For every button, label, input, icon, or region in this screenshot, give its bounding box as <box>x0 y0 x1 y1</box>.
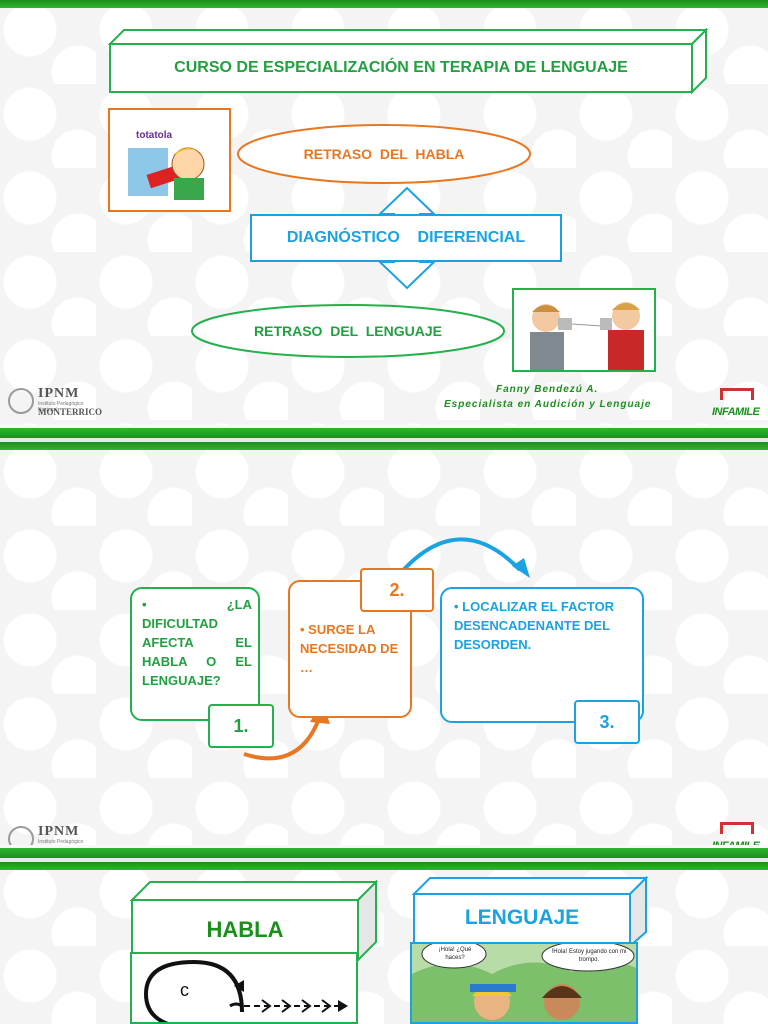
speech-bubble-left: ¡Hola! ¿Qué haces? <box>438 947 472 961</box>
infamile-logo: INFAMILE <box>712 388 762 418</box>
step-1-number: 1. <box>233 715 249 736</box>
blue-curved-arrow <box>396 537 522 578</box>
title-box-frame <box>108 28 708 94</box>
ipnm-subtitle: Instituto Pedagógico Nacional <box>38 401 84 413</box>
infamile-label: INFAMILE <box>712 406 760 418</box>
step-1-number-box <box>208 704 274 748</box>
child-drinking-image: totatola <box>108 108 231 212</box>
svg-text:c: c <box>180 980 189 1000</box>
blue-arrow-head <box>512 558 530 578</box>
ipnm-abbr: IPNM <box>38 824 80 839</box>
ipnm-logo: IPNM Instituto Pedagógico Nacional MONTE… <box>8 386 102 420</box>
step-2-number-box <box>360 568 434 612</box>
slide-2: • ¿LA DIFICULTAD AFECTA EL HABLA O EL LE… <box>0 442 768 858</box>
step-2-text: • SURGE LA NECESIDAD DE … <box>300 622 399 675</box>
child-illustration <box>128 147 205 200</box>
bottom-green-bar <box>0 425 768 438</box>
step-3-number-box <box>574 700 640 744</box>
top-green-bar <box>0 442 768 450</box>
author-role: Especialista en Audición y Lenguaje <box>444 399 652 410</box>
ipnm-place: MONTERRICO <box>38 407 103 417</box>
top-green-bar <box>0 862 768 870</box>
house-roof-icon <box>720 388 754 400</box>
speech-bubble-right: !Hola! Estoy jugando con mi trompo. <box>551 949 627 963</box>
speaking-head-image: c <box>130 952 358 1024</box>
speech-delay-ellipse-shape <box>237 124 531 184</box>
orange-curved-arrow <box>243 715 322 761</box>
image-caption: totatola <box>136 130 173 141</box>
slide-3: HABLA c LENGUAJE ¡Hol <box>0 862 768 1024</box>
author-name: Fanny Bendezú A. <box>496 384 599 395</box>
bottom-green-bar <box>0 845 768 858</box>
children-talking-image: ¡Hola! ¿Qué haces? !Hola! Estoy jugando … <box>410 942 638 1024</box>
slide-1: CURSO DE ESPECIALIZACIÓN EN TERAPIA DE L… <box>0 0 768 438</box>
step-2-number: 2. <box>389 579 405 600</box>
speech-delay-label: RETRASO DEL HABLA <box>303 146 465 162</box>
step-3-text: • LOCALIZAR EL FACTOR DESENCADENANTE DEL… <box>454 599 615 652</box>
diagnosis-box <box>250 214 562 262</box>
habla-label: HABLA <box>206 917 284 942</box>
ipnm-abbr: IPNM <box>38 386 80 401</box>
diagnosis-label: DIAGNÓSTICO DIFERENCIAL <box>286 229 526 246</box>
lenguaje-box-frame <box>412 876 648 948</box>
title-box: CURSO DE ESPECIALIZACIÓN EN TERAPIA DE L… <box>108 28 708 94</box>
children-tin-phone-image <box>512 288 656 372</box>
lenguaje-label: LENGUAJE <box>464 906 580 929</box>
habla-box-frame <box>130 880 378 962</box>
ipnm-seal-icon <box>8 388 34 414</box>
step-1-text: • ¿LA DIFICULTAD AFECTA EL HABLA O EL LE… <box>142 597 252 688</box>
house-roof-icon <box>720 822 754 834</box>
language-delay-ellipse-shape <box>191 304 505 358</box>
step-3-number: 3. <box>599 711 615 732</box>
speaking-head-illustration: c <box>143 959 348 1022</box>
slide-background <box>0 862 768 1024</box>
top-green-bar <box>0 0 768 8</box>
course-title: CURSO DE ESPECIALIZACIÓN EN TERAPIA DE L… <box>174 59 628 76</box>
language-delay-label: RETRASO DEL LENGUAJE <box>254 323 442 339</box>
children-illustration <box>530 302 644 370</box>
children-talking-illustration <box>412 944 636 1022</box>
step-1-box <box>130 587 260 721</box>
